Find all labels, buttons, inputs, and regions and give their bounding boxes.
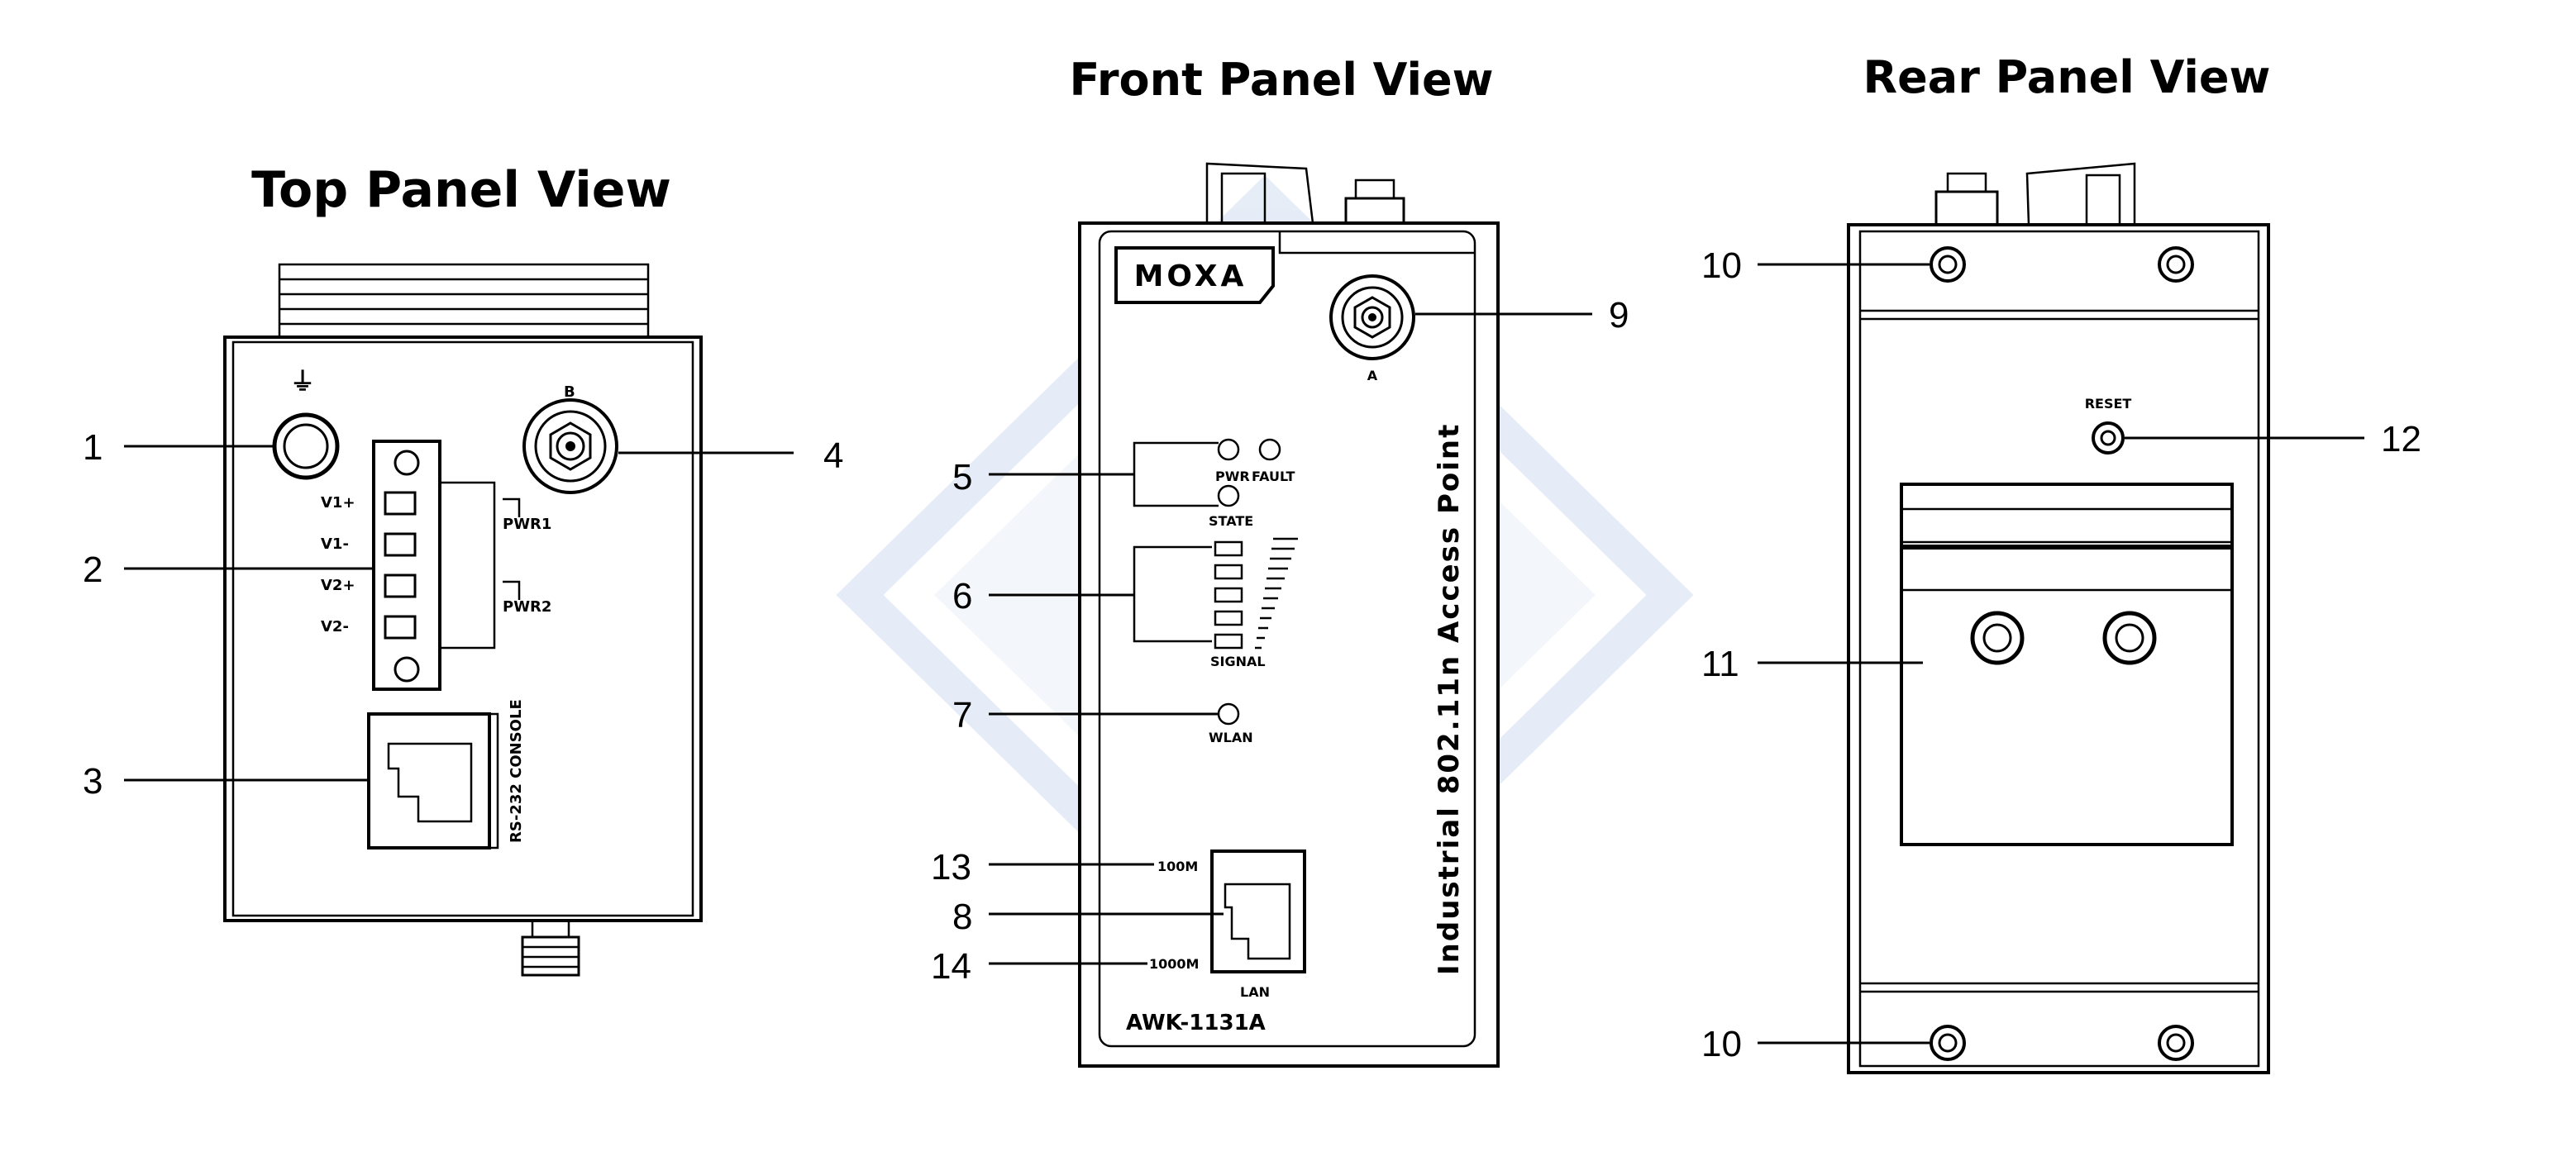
reset-button	[2092, 421, 2125, 455]
title-top-panel: Top Panel View	[251, 161, 671, 219]
rear-panel-device: RESET	[1847, 162, 2270, 1074]
rs232-console-label: RS-232 CONSOLE	[508, 699, 525, 843]
moxa-logo-box	[1114, 246, 1275, 304]
antenna-label-b: B	[564, 383, 575, 401]
signal-strength-leds	[1214, 537, 1298, 650]
title-front-panel: Front Panel View	[1069, 54, 1493, 106]
pwr-led-label: PWR	[1215, 469, 1250, 484]
lan-label: LAN	[1240, 984, 1270, 1000]
terminal-label-v1-plus: V1+	[321, 494, 355, 512]
pwr1-label: PWR1	[503, 516, 551, 533]
ground-symbol: ⏚	[290, 368, 315, 397]
fault-led-label: FAULT	[1252, 469, 1295, 484]
callout-10-top: 10	[1701, 245, 1742, 286]
callout-1: 1	[83, 427, 103, 468]
callout-11: 11	[1701, 644, 1739, 684]
top-panel-device: ⏚ V1+ V1- V2+ V2- PWR1 PWR2 B	[223, 263, 703, 977]
signal-label: SIGNAL	[1210, 654, 1266, 669]
terminal-label-v2-plus: V2+	[321, 577, 355, 594]
callout-4: 4	[823, 435, 843, 476]
antenna-connector-a	[1329, 274, 1415, 360]
brand-logo: MOXA	[1134, 259, 1247, 293]
callout-3: 3	[83, 761, 103, 802]
port-100m-label: 100M	[1157, 859, 1198, 874]
lan-port	[1210, 850, 1306, 973]
fault-led	[1258, 438, 1281, 461]
callout-2: 2	[83, 550, 103, 590]
front-panel-device: MOXA A PWR FAULT STATE	[1078, 162, 1500, 1068]
callout-13: 13	[931, 847, 971, 888]
bottom-antenna-stub	[521, 919, 580, 977]
din-rail-clip	[1900, 483, 2234, 846]
antenna-label-a: A	[1367, 368, 1378, 383]
product-name: Industrial 802.11n Access Point	[1433, 423, 1466, 975]
callout-6: 6	[952, 576, 972, 616]
callout-5: 5	[952, 457, 972, 497]
pwr2-label: PWR2	[503, 598, 551, 616]
callout-8: 8	[952, 897, 972, 937]
reset-label: RESET	[2085, 396, 2132, 412]
rear-top-screws	[1930, 246, 2194, 283]
callout-10-bottom: 10	[1701, 1024, 1742, 1064]
rear-bottom-screws	[1930, 1025, 2194, 1061]
title-rear-panel: Rear Panel View	[1863, 51, 2271, 103]
rs232-console-port	[367, 712, 499, 850]
port-1000m-label: 1000M	[1149, 956, 1199, 972]
pwr-led	[1217, 438, 1240, 461]
rear-top-antenna-stub	[1934, 172, 1999, 226]
callout-12: 12	[2381, 419, 2421, 459]
front-top-antenna-stub	[1344, 178, 1405, 225]
power-terminal-block	[372, 440, 521, 691]
terminal-label-v2-minus: V2-	[321, 618, 349, 635]
wlan-led-label: WLAN	[1209, 730, 1253, 745]
model-label: AWK-1131A	[1126, 1011, 1266, 1035]
callout-7: 7	[952, 695, 972, 735]
terminal-label-v1-minus: V1-	[321, 535, 349, 553]
state-led	[1217, 484, 1240, 507]
ground-screw	[272, 412, 340, 480]
callout-9: 9	[1609, 295, 1629, 336]
state-led-label: STATE	[1209, 513, 1253, 529]
antenna-connector-b	[522, 398, 618, 494]
callout-14: 14	[931, 946, 971, 987]
